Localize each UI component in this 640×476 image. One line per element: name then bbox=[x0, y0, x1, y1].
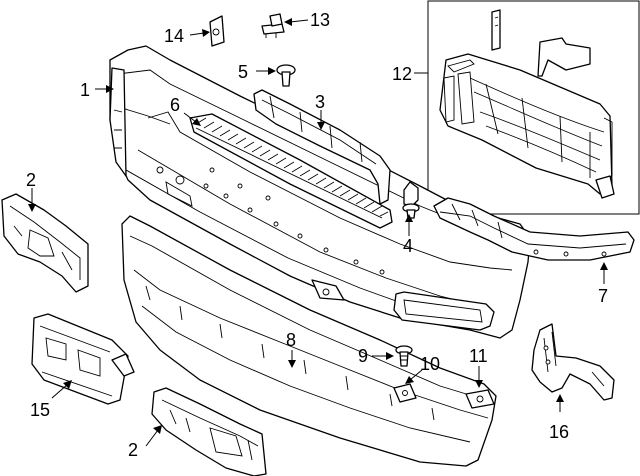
callout-15: 15 bbox=[30, 400, 50, 420]
retainer-part-4 bbox=[402, 181, 420, 219]
side-bracket-part-7 bbox=[433, 197, 635, 261]
callout-4: 4 bbox=[403, 236, 413, 256]
license-bracket-part-15 bbox=[31, 313, 135, 405]
upper-reinforcement-part-6 bbox=[189, 113, 393, 229]
upper-bracket-part-3 bbox=[253, 89, 391, 205]
callout-leaders bbox=[28, 18, 608, 447]
bolt-part-9 bbox=[395, 345, 413, 367]
callout-2-upper: 2 bbox=[26, 170, 36, 190]
inset-box-part-12 bbox=[427, 0, 640, 215]
callout-7: 7 bbox=[598, 286, 608, 306]
callout-6: 6 bbox=[170, 95, 180, 115]
tow-hook-part-16 bbox=[531, 323, 615, 401]
lower-valance-part-8 bbox=[121, 215, 497, 467]
callout-5: 5 bbox=[238, 62, 248, 82]
callout-13: 13 bbox=[310, 10, 330, 30]
corner-bracket-part-2-lower bbox=[151, 387, 267, 476]
fastener-part-13 bbox=[261, 13, 285, 38]
callout-10: 10 bbox=[420, 354, 440, 374]
callout-8: 8 bbox=[286, 330, 296, 350]
callout-1: 1 bbox=[80, 80, 90, 100]
corner-bracket-part-2-upper bbox=[1, 193, 89, 293]
callout-3: 3 bbox=[315, 92, 325, 112]
nut-part-11 bbox=[465, 389, 495, 409]
callout-11: 11 bbox=[469, 346, 488, 366]
callout-9: 9 bbox=[358, 346, 368, 366]
callout-labels: 1 2 2 3 4 5 6 7 8 9 10 11 12 13 14 15 16 bbox=[26, 10, 608, 460]
clip-part-14 bbox=[209, 15, 225, 47]
callout-12: 12 bbox=[392, 64, 412, 84]
callout-16: 16 bbox=[549, 422, 569, 442]
nut-part-10 bbox=[393, 383, 417, 403]
pushpin-part-5 bbox=[276, 64, 296, 87]
callout-14: 14 bbox=[164, 26, 184, 46]
callout-2-lower: 2 bbox=[128, 440, 138, 460]
